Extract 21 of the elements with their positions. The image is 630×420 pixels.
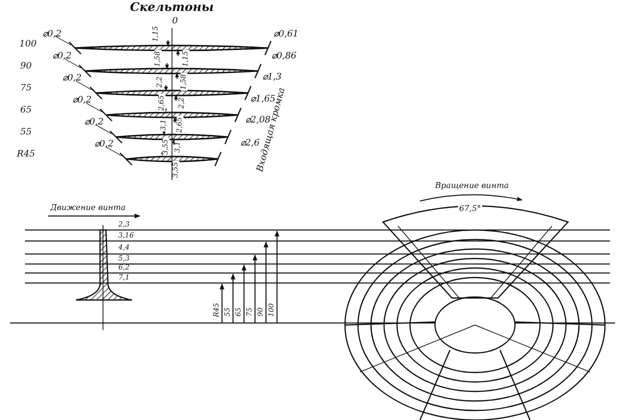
drawing-title: Скельтоны (130, 0, 214, 14)
dimension-label: ⌀1,3 (261, 74, 283, 82)
dimension-label: ⌀0,2 (71, 96, 93, 106)
dimension-label: 65 (19, 106, 33, 116)
dimension-label: ⌀0,86 (270, 52, 298, 62)
dimension-label: ⌀0,2 (41, 30, 63, 40)
dimension-label: 0 (171, 18, 179, 26)
dimension-label: ⌀0,2 (51, 52, 73, 62)
dimension-label: 75 (19, 84, 33, 94)
dimension-label: 55 (19, 128, 33, 138)
dimension-label: Движение винта (49, 204, 127, 212)
dimension-label: ⌀0,2 (93, 140, 115, 150)
dimension-label: Вращение винта (434, 182, 510, 190)
dimension-label: ⌀0,2 (83, 118, 105, 128)
dimension-label: ⌀0,61 (272, 30, 300, 40)
dimension-label: 67,5° (458, 205, 482, 213)
dimension-label: R45 (16, 150, 36, 160)
dimension-label: 100 (18, 40, 38, 50)
dimension-label: ⌀0,2 (61, 74, 83, 84)
dimension-label: 90 (19, 62, 33, 72)
dimension-label: ⌀2,08 (244, 116, 271, 126)
